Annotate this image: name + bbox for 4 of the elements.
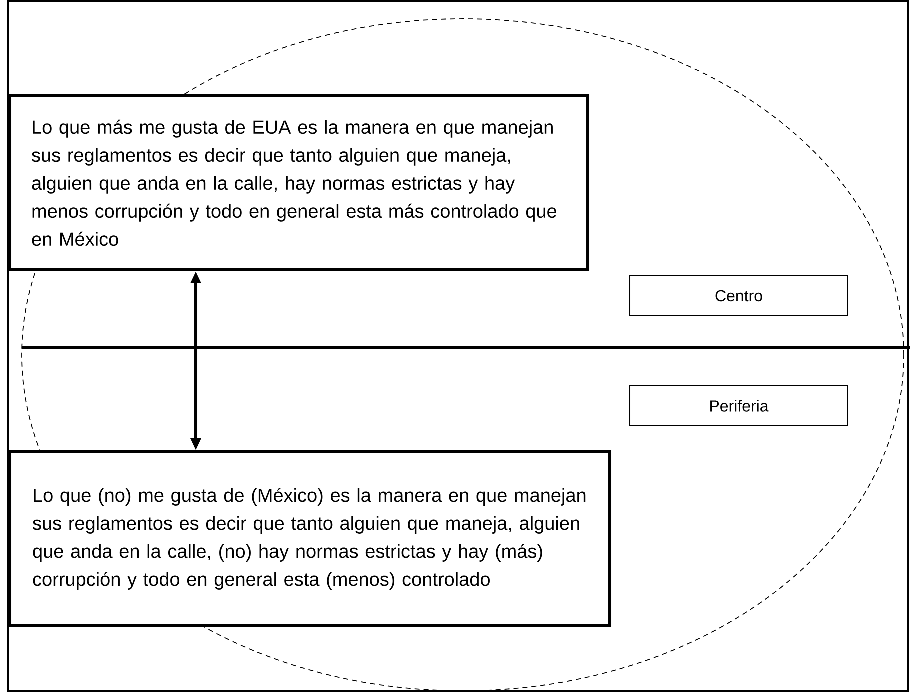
label-box: Periferia	[630, 386, 848, 426]
quote-box: Lo que (no) me gusta de (México) es la manera en que manejan sus reglamentos es decir que tanto alguien que maneja, alguien que anda en la calle, (no) hay normas estrictas y hay (más) corrupción y todo en general esta (menos) controlado	[8, 450, 612, 628]
quote-box: Lo que más me gusta de EUA es la manera en que manejan sus reglamentos es decir que tanto alguien que maneja, alguien que anda en la calle, hay normas estrictas y hay menos corrupción y todo en general esta más controlado que en México	[8, 94, 590, 272]
label-box: Centro	[630, 276, 848, 316]
